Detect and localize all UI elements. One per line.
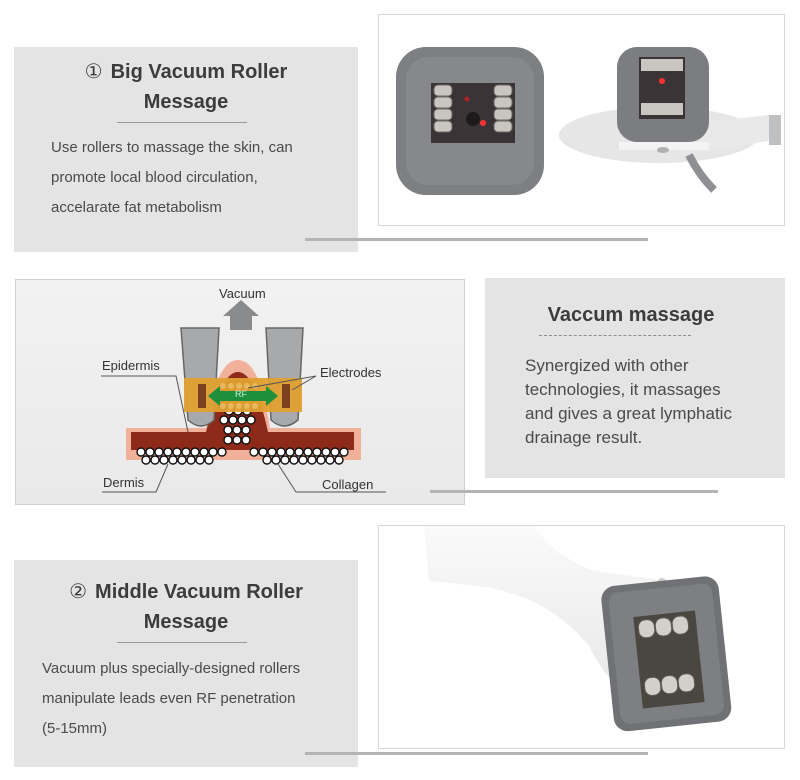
- dermis-label: Dermis: [103, 475, 145, 490]
- section1-accent-line: [305, 238, 648, 241]
- section2-accent-line: [430, 490, 718, 493]
- big-roller-handpiece-image: [396, 47, 781, 195]
- section1-text-panel: ① Big Vacuum Roller Message Use rollers t…: [14, 47, 358, 252]
- section2-description: Synergized with other technologies, it m…: [525, 354, 785, 450]
- vacuum-label: Vacuum: [219, 286, 266, 301]
- skin-layer-diagram: [101, 300, 386, 493]
- rf-label: RF: [235, 389, 247, 399]
- section3-line2: manipulate leads even RF penetration: [42, 690, 296, 707]
- section1-title: ① Big Vacuum Roller Message: [14, 57, 358, 117]
- section3-title-line1: Middle Vacuum Roller: [95, 581, 303, 603]
- section2-line4: drainage result.: [525, 428, 643, 447]
- collagen-label: Collagen: [322, 477, 374, 492]
- section2-line1: Synergized with other: [525, 356, 689, 375]
- middle-roller-handpiece-image: [424, 526, 732, 732]
- section1-divider: [117, 122, 247, 123]
- section3-line3: (5-15mm): [42, 720, 108, 737]
- number-one-icon: ①: [84, 61, 103, 83]
- section1-line3: accelarate fat metabolism: [51, 199, 222, 216]
- section2-text-panel: Vaccum massage Synergized with other tec…: [485, 278, 785, 478]
- section1-title-line2: Message: [143, 91, 229, 113]
- section2-title: Vaccum massage: [547, 304, 715, 326]
- section1-line2: promote local blood circulation,: [51, 169, 258, 186]
- section3-description: Vacuum plus specially-designed rollers m…: [42, 654, 358, 744]
- section3-title-line2: Message: [143, 611, 229, 633]
- section3-line1: Vacuum plus specially-designed rollers: [42, 660, 301, 677]
- number-two-icon: ②: [69, 581, 88, 603]
- middle-roller-image-frame: [378, 525, 785, 749]
- vacuum-rf-diagram: Vacuum Epidermis Electrodes RF Dermis Co…: [15, 279, 465, 505]
- section2-line3: and gives a great lymphatic: [525, 404, 732, 423]
- section3-accent-line: [305, 752, 648, 755]
- section3-divider: [117, 642, 247, 643]
- section1-description: Use rollers to massage the skin, can pro…: [51, 133, 351, 223]
- section2-line2: technologies, it massages: [525, 380, 721, 399]
- big-roller-image-frame: [378, 14, 785, 226]
- section3-text-panel: ② Middle Vacuum Roller Message Vacuum plu…: [14, 560, 358, 767]
- section1-title-line1: Big Vacuum Roller: [110, 61, 288, 83]
- epidermis-label: Epidermis: [102, 358, 160, 373]
- section2-divider: [539, 335, 691, 336]
- section1-line1: Use rollers to massage the skin, can: [51, 139, 293, 156]
- electrodes-label: Electrodes: [320, 365, 382, 380]
- section3-title: ② Middle Vacuum Roller Message: [14, 577, 358, 637]
